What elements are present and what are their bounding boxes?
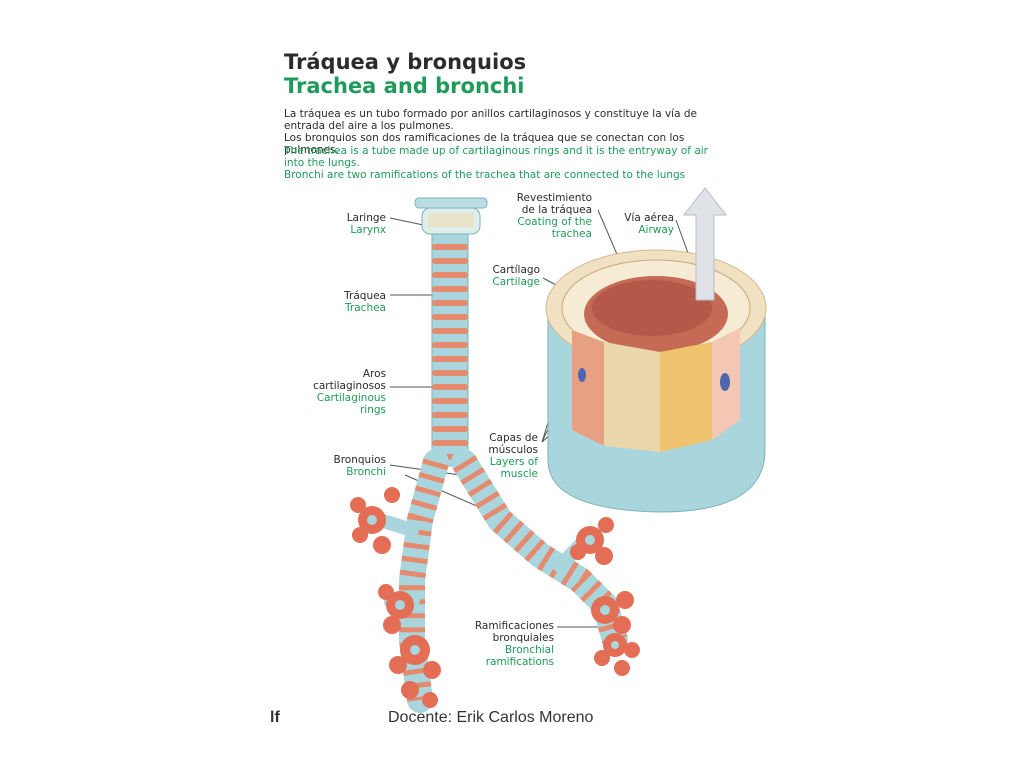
label-trachea: Tráquea Trachea: [344, 290, 386, 314]
title-english: Trachea and bronchi: [284, 74, 525, 98]
intro-spanish-2: Los bronquios son dos ramificaciones de …: [284, 132, 685, 156]
label-larynx: Laringe Larynx: [346, 212, 386, 236]
trachea-cross-section: [545, 187, 767, 513]
footer-mark: lf: [270, 709, 280, 726]
intro-english-2: Bronchi are two ramifications of the tra…: [284, 169, 686, 181]
branch-highlights: [367, 515, 619, 655]
larynx-shape: [414, 197, 488, 235]
title-spanish: Tráquea y bronquios: [284, 50, 527, 74]
label-muscle-layers: Capas de músculos Layers of muscle: [488, 432, 538, 480]
label-bronchi: Bronquios Bronchi: [333, 454, 387, 478]
label-bronchial-ramifications: Ramificaciones bronquiales Bronchial ram…: [474, 620, 554, 668]
label-cartilage: Cartílago Cartilage: [492, 264, 540, 288]
footer-teacher: Docente: Erik Carlos Moreno: [388, 709, 594, 726]
label-airway: Vía aérea Airway: [624, 212, 674, 236]
label-trachea-coating: Revestimiento de la tráquea Coating of t…: [516, 192, 592, 240]
intro-spanish-1: La tráquea es un tubo formado por anillo…: [284, 108, 697, 132]
trachea-tube: [431, 233, 469, 467]
label-cartilaginous-rings: Aros cartilaginosos Cartilaginous rings: [313, 368, 386, 416]
intro-english-1: The trachea is a tube made up of cartila…: [284, 145, 708, 169]
